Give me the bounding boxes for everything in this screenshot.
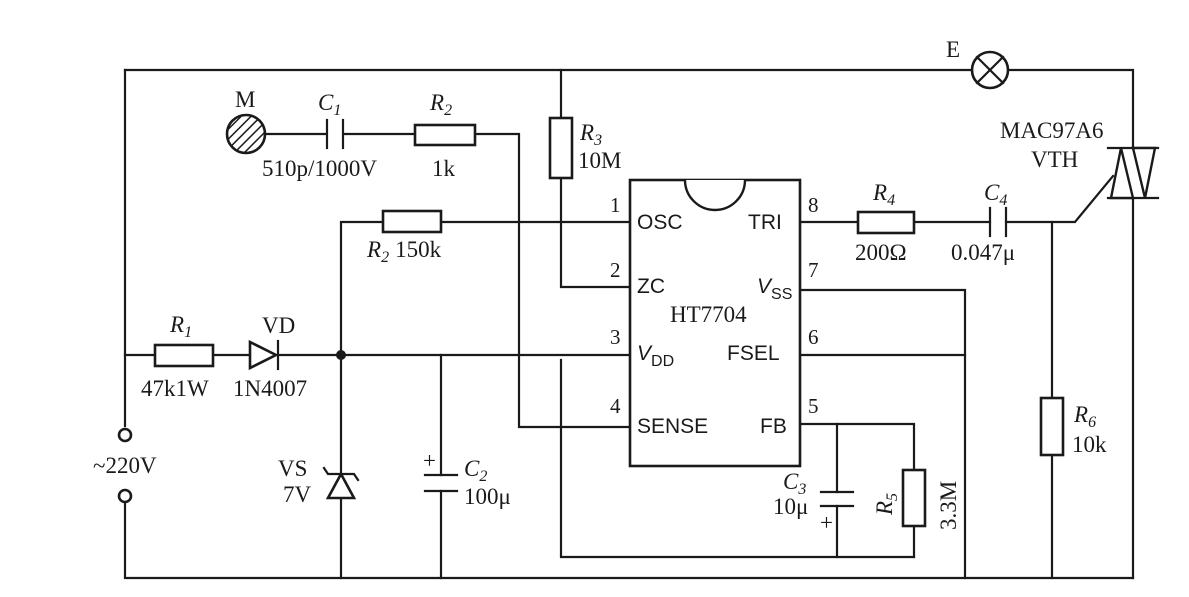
r1-value: 47k1W — [141, 376, 209, 401]
r5-ref: R5 — [872, 493, 901, 516]
c1-ref: C1 — [318, 90, 341, 119]
mains-terminal-top — [117, 427, 133, 443]
c3-ref: C3 — [783, 469, 806, 498]
c3-polarity: + — [820, 510, 833, 535]
resistor-r2-top: R2 1k — [413, 90, 477, 181]
r2-top-ref: R2 — [429, 90, 452, 119]
sensor-m: M — [225, 87, 267, 155]
pin3-name: VDD — [637, 342, 674, 370]
triac-part: MAC97A6 — [1000, 118, 1104, 143]
c1-value: 510p/1000V — [262, 156, 377, 181]
wires — [123, 68, 1135, 580]
triac-vth: MAC97A6 VTH — [1000, 118, 1160, 200]
r6-value: 10k — [1072, 432, 1107, 457]
resistor-r1: R1 47k1W — [141, 312, 215, 401]
resistor-r4: R4 200Ω — [855, 180, 916, 265]
pin2-num: 2 — [610, 258, 621, 282]
wire-r3-zc — [559, 176, 632, 289]
pin7-num: 7 — [808, 258, 819, 282]
ic-name: HT7704 — [670, 302, 747, 327]
vs-ref: VS — [278, 456, 307, 481]
pin8-num: 8 — [808, 193, 819, 217]
wire-fb — [798, 422, 916, 472]
r4-value: 200Ω — [855, 240, 907, 265]
wire-c4-gate — [1004, 174, 1115, 224]
zener-vs: VS 7V — [278, 456, 360, 507]
c4-value: 0.047μ — [951, 240, 1015, 265]
r1-ref: R1 — [169, 312, 192, 341]
diode-vd-icon — [248, 339, 279, 371]
resistor-r3: R3 10M — [548, 116, 621, 180]
r3-value: 10M — [578, 148, 621, 173]
wire-vss — [798, 288, 967, 580]
zener-vs-icon — [325, 471, 357, 500]
resistor-r5: R5 3.3M — [872, 468, 961, 530]
triac-ref: VTH — [1031, 147, 1078, 172]
c2-value: 100μ — [464, 484, 511, 509]
pin6-num: 6 — [808, 325, 819, 349]
junction-dot — [336, 350, 346, 360]
wire-inner-ground — [559, 358, 916, 559]
pin3-num: 3 — [610, 325, 621, 349]
pin2-name: ZC — [637, 275, 665, 298]
vs-value: 7V — [283, 482, 312, 507]
c2-ref: C2 — [464, 456, 487, 485]
mains-terminal-bottom — [117, 488, 133, 504]
lamp-e: E — [946, 37, 1010, 90]
r6-ref: R6 — [1073, 402, 1096, 431]
ic-body — [628, 178, 802, 468]
pin1-name: OSC — [637, 211, 683, 234]
pin4-num: 4 — [610, 394, 621, 418]
lamp-label: E — [946, 37, 960, 62]
capacitor-c4: C4 0.047μ — [951, 180, 1015, 265]
ic-notch — [683, 179, 747, 212]
sensor-m-icon — [225, 113, 267, 155]
vd-ref: VD — [262, 313, 295, 338]
c2-polarity: + — [423, 448, 436, 473]
r4-ref: R4 — [872, 180, 895, 209]
pin1-num: 1 — [610, 193, 621, 217]
sensor-m-label: M — [235, 87, 255, 112]
r5-value: 3.3M — [936, 481, 961, 530]
ic-ht7704: HT7704 1 OSC 2 ZC 3 VDD 4 SENSE 8 TRI 7 … — [610, 178, 819, 468]
mains-voltage-label: ~220V — [93, 453, 157, 478]
triac-icon — [1109, 146, 1157, 200]
wire-r2-sense — [473, 132, 632, 429]
wire-lamp-right — [1008, 68, 1135, 150]
r3-ref: R3 — [579, 120, 602, 149]
mains-terminals: ~220V — [93, 427, 157, 504]
pin7-name: VSS — [757, 275, 792, 303]
wire-r2mid-left — [339, 220, 385, 357]
capacitor-c2: + C2 100μ — [423, 448, 511, 509]
r2-top-value: 1k — [432, 156, 456, 181]
capacitor-c3: C3 10μ + — [773, 469, 855, 535]
vd-value: 1N4007 — [233, 376, 307, 401]
c3-value: 10μ — [773, 494, 808, 519]
pin8-name: TRI — [748, 211, 782, 234]
c4-ref: C4 — [984, 180, 1007, 209]
pin5-num: 5 — [808, 394, 819, 418]
diode-vd: VD 1N4007 — [233, 313, 307, 401]
pin4-name: SENSE — [637, 415, 708, 438]
capacitor-c1: C1 510p/1000V — [262, 90, 377, 181]
resistor-r6: R6 10k — [1039, 396, 1107, 457]
pin5-name: FB — [760, 415, 787, 438]
wire-left-bottom — [123, 502, 1135, 580]
pin6-name: FSEL — [727, 342, 780, 365]
